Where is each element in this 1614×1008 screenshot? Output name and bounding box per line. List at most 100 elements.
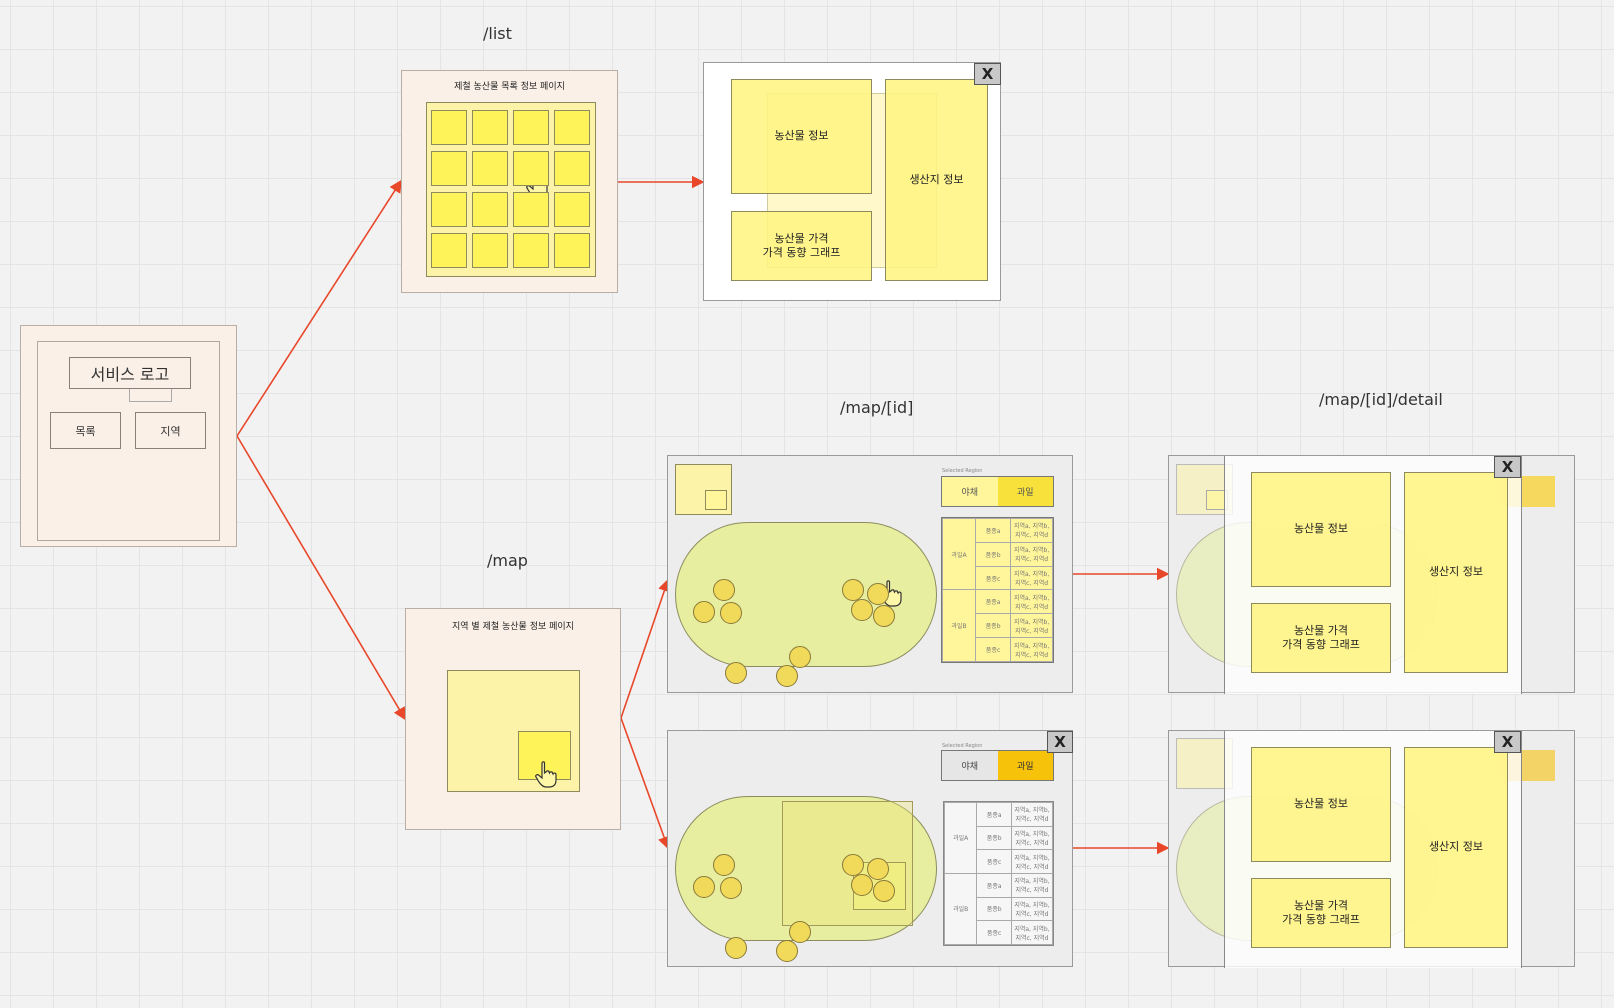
tab-vegetable[interactable]: 야채 <box>942 751 998 780</box>
region-marker[interactable] <box>776 940 798 962</box>
region-marker[interactable] <box>720 602 742 624</box>
list-button[interactable]: 목록 <box>50 412 121 449</box>
region-marker[interactable] <box>693 876 715 898</box>
region-marker[interactable] <box>725 937 747 959</box>
product-card[interactable] <box>431 192 467 227</box>
product-card[interactable] <box>554 233 590 268</box>
desc-cell: 지역a, 지역b, 지역c, 지역d <box>1010 920 1054 945</box>
region-marker[interactable] <box>725 662 747 684</box>
product-card[interactable] <box>513 151 549 186</box>
item-cell: 품종b <box>974 541 1012 567</box>
region-marker[interactable] <box>867 583 889 605</box>
item-cell: 품종c <box>974 637 1012 662</box>
item-cell: 품종b <box>974 613 1012 639</box>
item-cell: 품종c <box>976 849 1012 874</box>
map-page-frame: 지역 별 제철 농산물 정보 페이지 <box>405 608 621 830</box>
product-card[interactable] <box>472 151 508 186</box>
close-button[interactable]: X <box>1494 456 1521 478</box>
region-marker[interactable] <box>713 579 735 601</box>
product-info-panel: 농산물 정보 <box>1251 472 1391 587</box>
desc-cell: 지역a, 지역b, 지역c, 지역d <box>1010 613 1053 639</box>
origin-info-panel: 생산지 정보 <box>1404 472 1508 673</box>
arrow-home-to-list <box>236 179 402 437</box>
desc-cell: 지역a, 지역b, 지역c, 지역d <box>1010 825 1054 851</box>
product-card[interactable] <box>472 110 508 145</box>
region-marker[interactable] <box>873 880 895 902</box>
group-name-cell: 과일B <box>943 872 978 946</box>
product-card[interactable] <box>431 151 467 186</box>
item-cell: 품종b <box>976 896 1012 922</box>
product-card[interactable] <box>431 110 467 145</box>
price-graph-panel: 농산물 가격 가격 동향 그래프 <box>1251 603 1391 673</box>
map-detail-frame: 농산물 정보 농산물 가격 가격 동향 그래프 생산지 정보 X <box>1168 455 1575 694</box>
tab-fruit[interactable]: 과일 <box>997 477 1053 506</box>
region-marker[interactable] <box>851 874 873 896</box>
region-marker[interactable] <box>851 599 873 621</box>
home-page-frame: 서비스 로고 목록 지역 <box>20 325 237 547</box>
region-marker[interactable] <box>789 646 811 668</box>
region-marker[interactable] <box>842 579 864 601</box>
region-marker[interactable] <box>713 854 735 876</box>
product-card[interactable] <box>554 151 590 186</box>
product-card[interactable] <box>554 110 590 145</box>
item-cell: 품종b <box>976 825 1012 851</box>
desc-cell: 지역a, 지역b, 지역c, 지역d <box>1010 849 1054 874</box>
region-marker[interactable] <box>720 877 742 899</box>
product-card[interactable] <box>431 233 467 268</box>
product-card[interactable] <box>554 192 590 227</box>
arrow-home-to-map <box>236 435 406 721</box>
desc-cell: 지역a, 지역b, 지역c, 지역d <box>1010 802 1054 827</box>
list-page-title: 제철 농산물 목록 정보 페이지 <box>454 82 565 92</box>
product-info-panel: 농산물 정보 <box>1251 747 1391 862</box>
region-button[interactable]: 지역 <box>135 412 206 449</box>
region-marker[interactable] <box>842 854 864 876</box>
product-card[interactable] <box>472 233 508 268</box>
hand-cursor-icon <box>535 761 557 788</box>
service-logo: 서비스 로고 <box>69 357 191 389</box>
region-marker[interactable] <box>867 858 889 880</box>
logo-connector <box>129 389 172 402</box>
category-tabs: 야채 과일 <box>941 750 1054 781</box>
map-page-title: 지역 별 제철 농산물 정보 페이지 <box>452 622 574 632</box>
product-card[interactable] <box>513 110 549 145</box>
list-page-frame: 제철 농산물 목록 정보 페이지 <box>401 70 618 293</box>
region-marker[interactable] <box>873 605 895 627</box>
item-cell: 품종c <box>976 920 1012 945</box>
route-label-map: /map <box>487 551 528 570</box>
tab-fruit[interactable]: 과일 <box>997 751 1053 780</box>
product-card[interactable] <box>472 192 508 227</box>
home-inner-frame <box>37 341 220 541</box>
close-button[interactable]: X <box>1047 731 1073 753</box>
region-marker[interactable] <box>776 665 798 687</box>
faded-minimap <box>1176 738 1233 789</box>
close-button[interactable]: X <box>974 63 1001 85</box>
price-graph-panel: 농산물 가격 가격 동향 그래프 <box>1251 878 1391 948</box>
product-card[interactable] <box>513 192 549 227</box>
close-button[interactable]: X <box>1494 731 1521 753</box>
product-info-panel: 농산물 정보 <box>731 79 872 194</box>
desc-cell: 지역a, 지역b, 지역c, 지역d <box>1010 518 1053 543</box>
region-marker[interactable] <box>789 921 811 943</box>
product-card[interactable] <box>513 233 549 268</box>
desc-cell: 지역a, 지역b, 지역c, 지역d <box>1010 872 1054 898</box>
minimap-marker <box>705 490 727 510</box>
region-marker[interactable] <box>693 601 715 623</box>
arrow-map-to-mapid <box>620 578 671 719</box>
tab-vegetable[interactable]: 야채 <box>942 477 998 506</box>
group-name-cell: 과일B <box>942 589 976 662</box>
map-detail-alt-frame: 농산물 정보 농산물 가격 가격 동향 그래프 생산지 정보 X <box>1168 730 1575 968</box>
